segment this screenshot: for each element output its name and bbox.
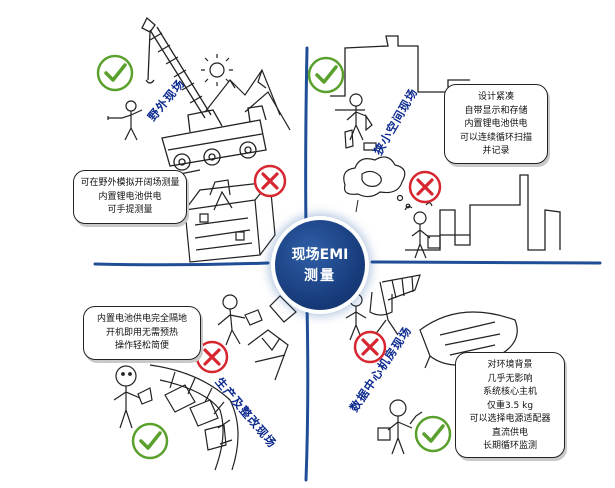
test-bench-drawing xyxy=(184,179,276,263)
note-outdoor: 可在野外模拟开阔场测量 内置锂电池供电 可手提测量 xyxy=(73,170,187,224)
check-icon xyxy=(131,422,169,460)
antenna-drawing xyxy=(369,274,421,336)
cross-icon xyxy=(195,340,229,374)
note-line: 仅重3.5 kg xyxy=(486,400,534,411)
building-outline-2 xyxy=(405,174,561,251)
stick-figure xyxy=(344,93,377,151)
sun-icon xyxy=(201,54,233,86)
note-line: 内置锂电池供电 xyxy=(98,191,162,202)
note-line: 可手提测量 xyxy=(107,205,153,215)
check-icon xyxy=(414,415,452,453)
note-production: 内置电池供电完全隔地 开机即用无需预热 操作轻松简便 xyxy=(83,306,201,360)
stick-figure xyxy=(345,293,367,341)
note-line: 开机即用无需预热 xyxy=(105,327,178,338)
note-line: 长期循环监测 xyxy=(482,441,537,451)
note-line: 对环境背景 xyxy=(487,360,533,370)
conveyor-belt-drawing xyxy=(149,364,239,471)
cross-icon xyxy=(253,164,287,198)
crane-truck-drawing xyxy=(141,16,267,177)
note-line: 设计紧凑 xyxy=(477,92,514,102)
note-narrow-space: 设计紧凑 自带显示和存储 内置锂电池供电 可以连续循环扫描 并记录 xyxy=(444,84,548,164)
note-datacenter: 对环境背景 几乎无影响 系统核心主机 仅重3.5 kg 可以选择电源适配器 直流… xyxy=(455,352,565,458)
note-line: 操作轻松简便 xyxy=(114,341,169,351)
check-icon xyxy=(307,56,345,94)
note-line: 系统核心主机 xyxy=(482,387,537,397)
cloud-thought-drawing xyxy=(343,156,411,213)
note-line: 内置锂电池供电 xyxy=(464,119,528,129)
stick-figure xyxy=(217,294,263,346)
cross-icon xyxy=(353,330,387,364)
center-badge: 现场EMI 测量 xyxy=(275,220,365,310)
antenna-drawing xyxy=(247,295,297,381)
note-line: 并记录 xyxy=(482,146,510,156)
mountain-drawing xyxy=(204,68,291,131)
note-line: 几乎无影响 xyxy=(487,373,533,384)
cross-icon xyxy=(408,170,442,204)
note-line: 内置电池供电完全隔地 xyxy=(96,314,187,324)
note-line: 可在野外模拟开阔场测量 xyxy=(80,178,180,188)
note-line: 自带显示和存储 xyxy=(464,105,528,116)
stick-figure xyxy=(377,399,423,455)
note-line: 可以选择电源适配器 xyxy=(469,414,551,424)
stick-figure xyxy=(113,365,153,429)
note-line: 直流供电 xyxy=(491,427,528,438)
check-icon xyxy=(96,54,134,92)
center-title-line2: 测量 xyxy=(304,268,336,284)
center-title-line1: 现场EMI xyxy=(291,247,349,263)
quadrant-dividers xyxy=(93,46,602,482)
stick-figure xyxy=(404,202,441,259)
note-line: 可以连续循环扫描 xyxy=(459,132,532,143)
stick-figure xyxy=(107,100,143,141)
